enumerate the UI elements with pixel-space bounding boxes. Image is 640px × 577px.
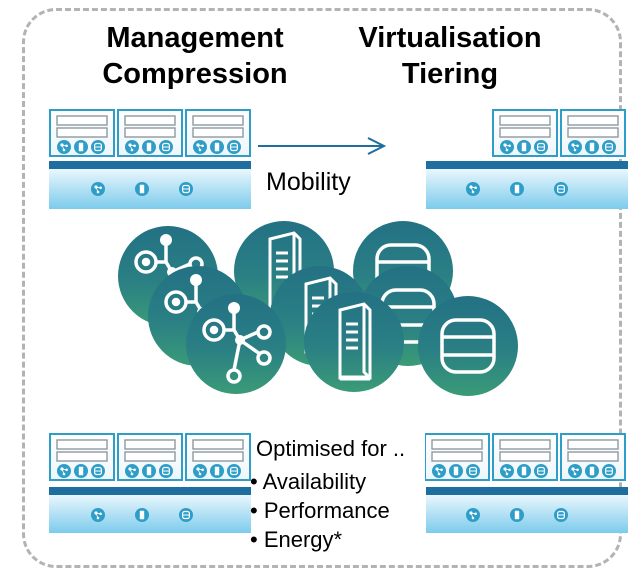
central-icon-cluster: [118, 216, 520, 396]
heading-virtualisation: Virtualisation: [358, 22, 542, 54]
storage-unit-bottom-right: [425, 432, 628, 533]
optimised-title: Optimised for ..: [256, 436, 408, 462]
optimised-list: • Availability • Performance • Energy*: [250, 467, 390, 554]
network-node-icon: [184, 292, 288, 396]
storage-unit-bottom-left: [49, 432, 251, 533]
mobility-arrow: [258, 137, 387, 155]
heading-virtualisation-tiering: Virtualisation Tiering: [340, 20, 560, 92]
database-icon: [416, 294, 520, 396]
heading-tiering: Tiering: [401, 58, 499, 90]
heading-compression: Compression: [102, 58, 288, 90]
optimised-item-availability: • Availability: [250, 469, 367, 494]
heading-management-compression: Management Compression: [95, 20, 295, 92]
storage-unit-top-left: [49, 108, 251, 209]
mobility-label: Mobility: [266, 168, 351, 196]
optimised-item-performance: • Performance: [250, 498, 390, 523]
server-tower-icon: [304, 292, 404, 392]
dashed-frame: [22, 8, 622, 568]
heading-management: Management: [106, 22, 284, 54]
optimised-item-energy: • Energy*: [250, 527, 343, 552]
storage-unit-top-right: [426, 108, 628, 209]
